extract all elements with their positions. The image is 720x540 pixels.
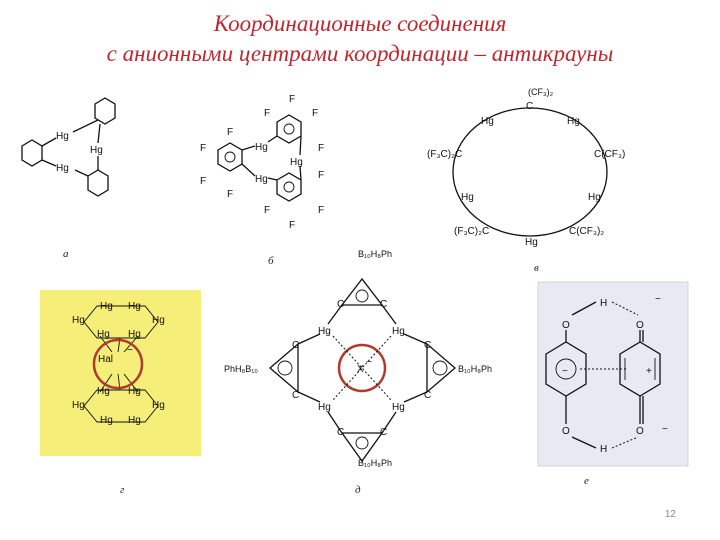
- f-o-2: O: [636, 320, 644, 331]
- e-c-8: C: [380, 427, 387, 438]
- panel-label-a: а: [63, 248, 69, 260]
- f-minus-bottom: −: [662, 424, 668, 435]
- c-hg-2: Hg: [567, 116, 580, 127]
- a-hg-1: Hg: [56, 131, 69, 142]
- e-c-5: C: [292, 390, 299, 401]
- c-hg-1: Hg: [481, 116, 494, 127]
- d-hg-5: Hg: [97, 329, 110, 340]
- e-hg-4: Hg: [392, 402, 405, 413]
- d-anion-circle: [92, 338, 144, 390]
- structure-d: Hg Hg Hg Hg Hg Hg Hal − Hg Hg Hg Hg Hg H…: [40, 290, 201, 456]
- c-hg-5: Hg: [525, 237, 538, 248]
- b-f-5: F: [227, 127, 233, 138]
- panel-label-c: в: [534, 262, 539, 274]
- f-o-1: O: [562, 320, 570, 331]
- structure-e: B₁₀H₈Ph C C Hg Hg C C PhH₈B₁₀ B₁₀H₈Ph X …: [224, 249, 492, 468]
- d-minus: −: [127, 345, 133, 356]
- d-hg-6: Hg: [128, 329, 141, 340]
- f-o-3: O: [562, 426, 570, 437]
- d-hg-8: Hg: [128, 386, 141, 397]
- panel-label-e: д: [355, 484, 361, 496]
- e-right-group: B₁₀H₈Ph: [458, 364, 492, 374]
- c-ccf3: C(CF₃): [594, 149, 625, 160]
- e-hg-3: Hg: [318, 402, 331, 413]
- b-hg-2: Hg: [290, 157, 303, 168]
- e-c-6: C: [424, 390, 431, 401]
- structure-a: Hg Hg Hg: [21, 97, 116, 197]
- f-minus-center: −: [562, 366, 568, 377]
- d-hg-12: Hg: [128, 415, 141, 426]
- slide-title-line2: с анионными центрами координации – антик…: [106, 41, 614, 66]
- c-hg-3: Hg: [461, 192, 474, 203]
- e-top-group: B₁₀H₈Ph: [358, 249, 392, 259]
- panel-label-f: е: [584, 475, 589, 487]
- c-hg-4: Hg: [588, 192, 601, 203]
- structure-b: Hg Hg Hg F F F F F F F F F F F F: [200, 94, 324, 231]
- c-cf3-2: (CF₃)₂: [528, 87, 554, 97]
- d-hg-9: Hg: [72, 400, 85, 411]
- d-hg-7: Hg: [97, 386, 110, 397]
- e-c-2: C: [380, 299, 387, 310]
- c-ccf3-2: C(CF₃)₂: [569, 226, 604, 237]
- panel-label-d: г: [120, 484, 125, 496]
- b-f-10: F: [318, 205, 324, 216]
- f-background: [537, 281, 689, 467]
- e-c-3: C: [292, 340, 299, 351]
- f-minus-top: −: [655, 294, 661, 305]
- b-hg-3: Hg: [255, 174, 268, 185]
- b-f-4: F: [318, 143, 324, 154]
- d-hg-2: Hg: [128, 301, 141, 312]
- e-c-1: C: [337, 299, 344, 310]
- e-left-group: PhH₈B₁₀: [224, 364, 258, 374]
- page-number: 12: [664, 509, 676, 520]
- c-f3c2c: (F₃C)₂C: [427, 149, 462, 160]
- e-x: X: [357, 364, 364, 375]
- a-hg-2: Hg: [90, 145, 103, 156]
- f-o-4: O: [636, 426, 644, 437]
- b-f-2: F: [264, 108, 270, 119]
- e-c-4: C: [424, 340, 431, 351]
- e-c-7: C: [337, 427, 344, 438]
- b-f-9: F: [318, 170, 324, 181]
- a-hg-3: Hg: [56, 163, 69, 174]
- d-highlight-background: [40, 290, 201, 456]
- f-h-bottom: H: [600, 444, 607, 455]
- d-hg-4: Hg: [152, 315, 165, 326]
- d-hg-3: Hg: [72, 315, 85, 326]
- e-hg-2: Hg: [392, 326, 405, 337]
- e-minus: −: [366, 357, 372, 368]
- b-f-3: F: [312, 108, 318, 119]
- structure-f: H O O − − + O O − H: [537, 281, 689, 467]
- b-f-1: F: [289, 94, 295, 105]
- panel-label-b: б: [268, 255, 274, 267]
- b-f-11: F: [264, 205, 270, 216]
- structure-c: (CF₃)₂ C Hg Hg (F₃C)₂C C(CF₃) Hg Hg (F₃C…: [427, 87, 625, 248]
- c-c-top: C: [526, 101, 533, 112]
- b-hg-1: Hg: [255, 142, 268, 153]
- c-f3c2c-bottom: (F₃C)₂C: [454, 226, 489, 237]
- d-hg-10: Hg: [152, 400, 165, 411]
- b-f-7: F: [200, 176, 206, 187]
- f-plus: +: [646, 366, 652, 377]
- d-hg-1: Hg: [100, 301, 113, 312]
- b-f-6: F: [200, 143, 206, 154]
- d-hal: Hal: [98, 354, 113, 365]
- slide-title-line1: Координационные соединения: [213, 11, 507, 36]
- e-hg-1: Hg: [318, 326, 331, 337]
- b-f-8: F: [227, 189, 233, 200]
- b-f-12: F: [289, 220, 295, 231]
- e-bottom-group: B₁₀H₈Ph: [358, 458, 392, 468]
- d-hg-11: Hg: [100, 415, 113, 426]
- f-h-top: H: [600, 298, 607, 309]
- e-anion-circle: [337, 343, 387, 393]
